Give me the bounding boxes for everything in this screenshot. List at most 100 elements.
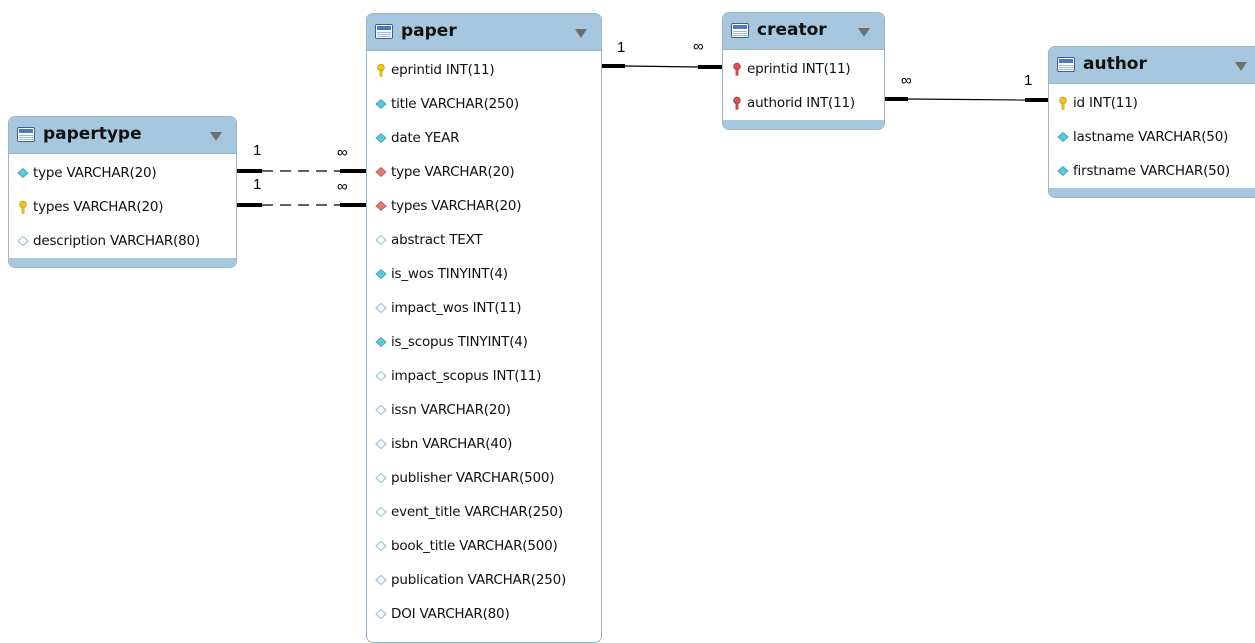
column-definition: publisher VARCHAR(500) bbox=[391, 470, 555, 486]
column-definition: type VARCHAR(20) bbox=[33, 165, 157, 181]
table-column-row[interactable]: lastname VARCHAR(50) bbox=[1049, 120, 1255, 154]
primary-key-icon bbox=[1056, 96, 1070, 110]
column-list: type VARCHAR(20) types VARCHAR(20) descrip… bbox=[9, 154, 236, 258]
primary-key-icon bbox=[374, 63, 388, 77]
column-list: eprintid INT(11) title VARCHAR(250) date Y… bbox=[367, 51, 601, 631]
column-definition: date YEAR bbox=[391, 130, 460, 146]
cardinality-one-label: 1 bbox=[617, 39, 626, 56]
column-list: id INT(11) lastname VARCHAR(50) firstname … bbox=[1049, 84, 1255, 188]
foreign-key-diamond-icon bbox=[374, 165, 388, 179]
table-column-row[interactable]: types VARCHAR(20) bbox=[367, 189, 601, 223]
diamond-filled-icon bbox=[1056, 164, 1070, 178]
table-column-row[interactable]: description VARCHAR(80) bbox=[9, 224, 236, 258]
table-title: papertype bbox=[43, 124, 142, 144]
column-definition: lastname VARCHAR(50) bbox=[1073, 129, 1229, 145]
column-definition: types VARCHAR(20) bbox=[33, 199, 164, 215]
column-definition: book_title VARCHAR(500) bbox=[391, 538, 558, 554]
collapse-arrow-icon[interactable] bbox=[575, 29, 587, 38]
column-definition: abstract TEXT bbox=[391, 232, 483, 248]
table-header[interactable]: papertype bbox=[9, 117, 236, 154]
diamond-filled-icon bbox=[374, 131, 388, 145]
diamond-filled-icon bbox=[16, 166, 30, 180]
cardinality-many-label: ∞ bbox=[693, 38, 704, 55]
table-header[interactable]: paper bbox=[367, 14, 601, 51]
column-definition: is_wos TINYINT(4) bbox=[391, 266, 508, 282]
cardinality-many-label: ∞ bbox=[901, 72, 912, 89]
column-definition: impact_scopus INT(11) bbox=[391, 368, 542, 384]
relationship-author-creator bbox=[884, 97, 1049, 102]
column-definition: eprintid INT(11) bbox=[747, 61, 851, 77]
foreign-primary-key-icon bbox=[730, 96, 744, 110]
table-column-row[interactable]: title VARCHAR(250) bbox=[367, 87, 601, 121]
table-column-row[interactable]: date YEAR bbox=[367, 121, 601, 155]
table-column-row[interactable]: eprintid INT(11) bbox=[367, 53, 601, 87]
column-definition: issn VARCHAR(20) bbox=[391, 402, 511, 418]
cardinality-one-label: 1 bbox=[1024, 72, 1033, 89]
table-column-row[interactable]: book_title VARCHAR(500) bbox=[367, 529, 601, 563]
diamond-outline-icon bbox=[374, 539, 388, 553]
table-paper[interactable]: paper eprintid INT(11) title VARCHAR(250)… bbox=[366, 13, 602, 643]
column-definition: authorid INT(11) bbox=[747, 95, 855, 111]
table-column-row[interactable]: id INT(11) bbox=[1049, 86, 1255, 120]
cardinality-one-label: 1 bbox=[253, 176, 262, 193]
diamond-outline-icon bbox=[374, 573, 388, 587]
table-title: creator bbox=[757, 20, 827, 40]
table-icon bbox=[731, 23, 749, 38]
column-definition: description VARCHAR(80) bbox=[33, 233, 200, 249]
table-column-row[interactable]: DOI VARCHAR(80) bbox=[367, 597, 601, 631]
collapse-arrow-icon[interactable] bbox=[858, 28, 870, 37]
column-definition: firstname VARCHAR(50) bbox=[1073, 163, 1230, 179]
table-column-row[interactable]: eprintid INT(11) bbox=[723, 52, 884, 86]
table-icon bbox=[375, 24, 393, 39]
primary-key-icon bbox=[16, 200, 30, 214]
column-definition: is_scopus TINYINT(4) bbox=[391, 334, 528, 350]
table-icon bbox=[17, 127, 35, 142]
table-footer bbox=[723, 120, 884, 129]
collapse-arrow-icon[interactable] bbox=[210, 132, 222, 141]
table-column-row[interactable]: is_wos TINYINT(4) bbox=[367, 257, 601, 291]
diamond-outline-icon bbox=[374, 471, 388, 485]
diamond-outline-icon bbox=[374, 369, 388, 383]
table-creator[interactable]: creator eprintid INT(11) authorid INT(11) bbox=[722, 12, 885, 130]
column-list: eprintid INT(11) authorid INT(11) bbox=[723, 50, 884, 120]
table-column-row[interactable]: firstname VARCHAR(50) bbox=[1049, 154, 1255, 188]
column-definition: DOI VARCHAR(80) bbox=[391, 606, 510, 622]
table-footer bbox=[9, 258, 236, 267]
table-icon bbox=[1057, 57, 1075, 72]
table-column-row[interactable]: types VARCHAR(20) bbox=[9, 190, 236, 224]
table-header[interactable]: creator bbox=[723, 13, 884, 50]
table-column-row[interactable]: type VARCHAR(20) bbox=[9, 156, 236, 190]
table-column-row[interactable]: event_title VARCHAR(250) bbox=[367, 495, 601, 529]
column-definition: types VARCHAR(20) bbox=[391, 198, 522, 214]
column-definition: type VARCHAR(20) bbox=[391, 164, 515, 180]
cardinality-one-label: 1 bbox=[253, 142, 262, 159]
table-column-row[interactable]: publisher VARCHAR(500) bbox=[367, 461, 601, 495]
table-header[interactable]: author bbox=[1049, 47, 1255, 84]
table-title: paper bbox=[401, 21, 457, 41]
table-column-row[interactable]: issn VARCHAR(20) bbox=[367, 393, 601, 427]
table-column-row[interactable]: authorid INT(11) bbox=[723, 86, 884, 120]
table-column-row[interactable]: isbn VARCHAR(40) bbox=[367, 427, 601, 461]
table-author[interactable]: author id INT(11) lastname VARCHAR(50) fir… bbox=[1048, 46, 1255, 198]
foreign-key-diamond-icon bbox=[374, 199, 388, 213]
table-column-row[interactable]: is_scopus TINYINT(4) bbox=[367, 325, 601, 359]
cardinality-many-label: ∞ bbox=[337, 178, 348, 195]
diamond-filled-icon bbox=[374, 335, 388, 349]
table-column-row[interactable]: impact_scopus INT(11) bbox=[367, 359, 601, 393]
collapse-arrow-icon[interactable] bbox=[1235, 62, 1247, 71]
diamond-outline-icon bbox=[374, 505, 388, 519]
table-title: author bbox=[1083, 54, 1147, 74]
diamond-outline-icon bbox=[374, 403, 388, 417]
diamond-outline-icon bbox=[374, 301, 388, 315]
diamond-outline-icon bbox=[374, 607, 388, 621]
cardinality-many-label: ∞ bbox=[337, 144, 348, 161]
column-definition: title VARCHAR(250) bbox=[391, 96, 519, 112]
diamond-outline-icon bbox=[374, 437, 388, 451]
table-column-row[interactable]: type VARCHAR(20) bbox=[367, 155, 601, 189]
table-papertype[interactable]: papertype type VARCHAR(20) types VARCHAR(… bbox=[8, 116, 237, 268]
table-column-row[interactable]: impact_wos INT(11) bbox=[367, 291, 601, 325]
relationship-paper-creator bbox=[601, 64, 723, 69]
table-column-row[interactable]: publication VARCHAR(250) bbox=[367, 563, 601, 597]
table-column-row[interactable]: abstract TEXT bbox=[367, 223, 601, 257]
